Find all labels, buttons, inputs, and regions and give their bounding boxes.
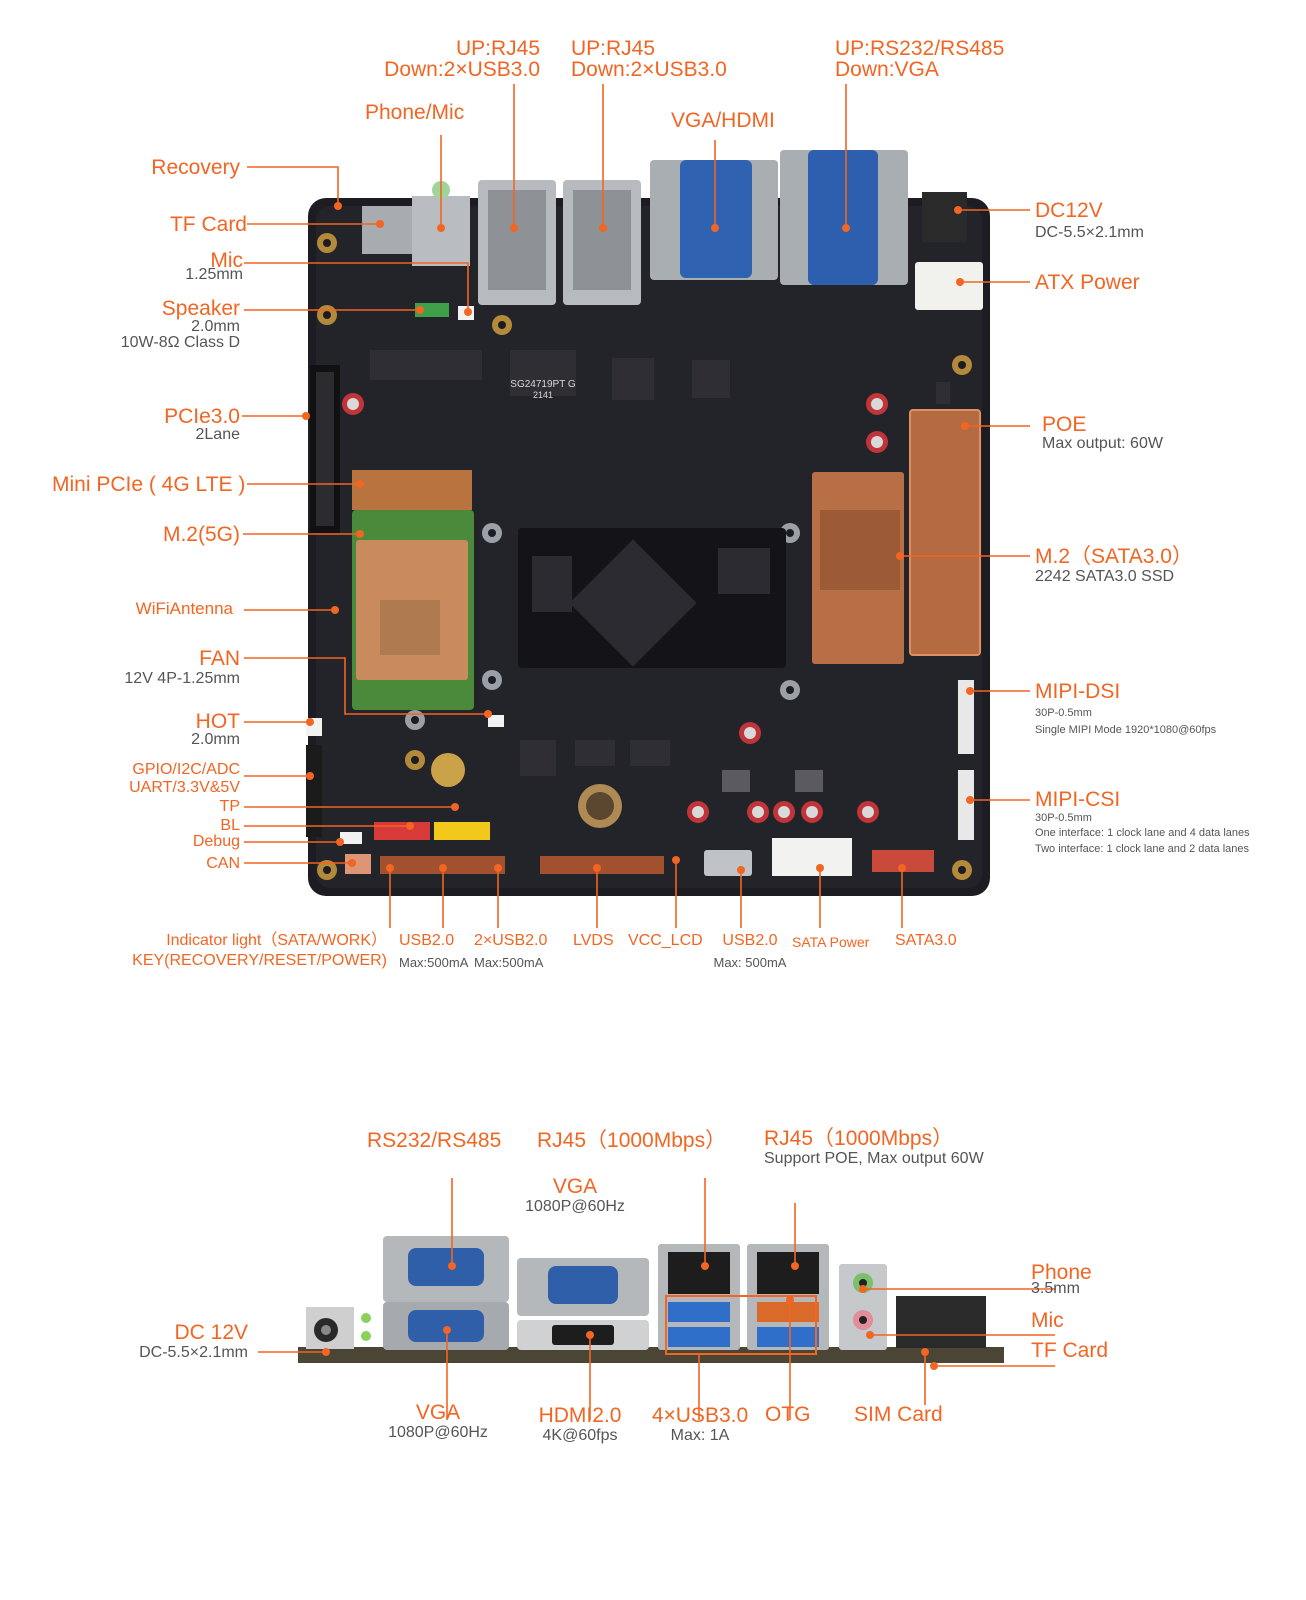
side-leader-dots [322,1262,938,1370]
label-mipi-dsi: MIPI-DSI 30P-0.5mm Single MIPI Mode 1920… [1035,680,1217,736]
label-phone-mic: Phone/Mic [365,101,465,124]
chip-marking-1: SG24719PT G [510,379,576,390]
label-usb20-b: USB2.0 Max: 500mA [713,932,787,970]
label-m2-sata: M.2（SATA3.0） 2242 SATA3.0 SSD [1035,545,1193,585]
top-board: SG24719PT G 2141 [306,150,990,896]
label-fan: FAN 12V 4P-1.25mm [124,647,240,687]
label-dc12v: DC12V DC-5.5×2.1mm [1035,199,1144,241]
label-vcc-lcd: VCC_LCD [628,932,703,949]
label-mini-pcie: Mini PCIe ( 4G LTE ) [52,473,246,496]
label-side-vga-top: VGA 1080P@60Hz [525,1175,625,1215]
label-tf-card: TF Card [169,213,247,236]
label-debug: Debug [192,833,240,850]
label-side-otg: OTG [765,1403,811,1426]
label-side-rs232: RS232/RS485 [367,1129,502,1152]
side-board [298,1236,1004,1363]
label-can: CAN [206,855,240,872]
chip-marking-2: 2141 [533,390,553,400]
label-side-rj45-2: RJ45（1000Mbps） Support POE, Max output 6… [764,1127,984,1167]
side-leader-lines [258,1178,1056,1420]
label-poe: POE Max output: 60W [1042,413,1163,452]
label-usb20-a: USB2.0 Max:500mA [399,932,469,970]
label-recovery: Recovery [151,156,240,179]
label-side-tf: TF Card [1031,1339,1109,1362]
top-leader-lines [242,84,1030,928]
label-atx-power: ATX Power [1035,271,1140,294]
label-speaker: Speaker 2.0mm 10W-8Ω Class D [120,297,240,351]
label-hot: HOT 2.0mm [191,710,240,748]
label-tp: TP [219,798,240,815]
label-mipi-csi: MIPI-CSI 30P-0.5mm One interface: 1 cloc… [1035,788,1250,855]
label-indicator: Indicator light（SATA/WORK）KEY(RECOVERY/R… [132,932,387,969]
label-usb20-2x: 2×USB2.0 Max:500mA [474,932,548,970]
label-bl: BL [220,817,240,834]
label-side-sim: SIM Card [854,1403,943,1426]
label-side-phone: Phone 3.5mm [1031,1261,1092,1297]
label-side-vga-bot: VGA 1080P@60Hz [388,1401,488,1441]
label-vga-hdmi: VGA/HDMI [671,109,775,132]
label-mic: Mic 1.25mm [185,249,243,283]
label-lvds: LVDS [573,932,614,949]
label-wifi-antenna: WiFiAntenna [135,599,233,618]
label-side-dc: DC 12V DC-5.5×2.1mm [139,1321,248,1361]
label-side-mic: Mic [1031,1309,1064,1332]
label-sata30: SATA3.0 [895,932,957,949]
label-side-usb30: 4×USB3.0 Max: 1A [651,1404,749,1444]
label-m2-5g: M.2(5G) [162,523,240,546]
label-pcie: PCIe3.0 2Lane [164,405,240,443]
top-leader-dots [302,202,974,874]
label-side-hdmi: HDMI2.0 4K@60fps [538,1404,622,1444]
label-side-rj45-1: RJ45（1000Mbps） [537,1129,727,1152]
label-sata-power: SATA Power [792,934,870,950]
